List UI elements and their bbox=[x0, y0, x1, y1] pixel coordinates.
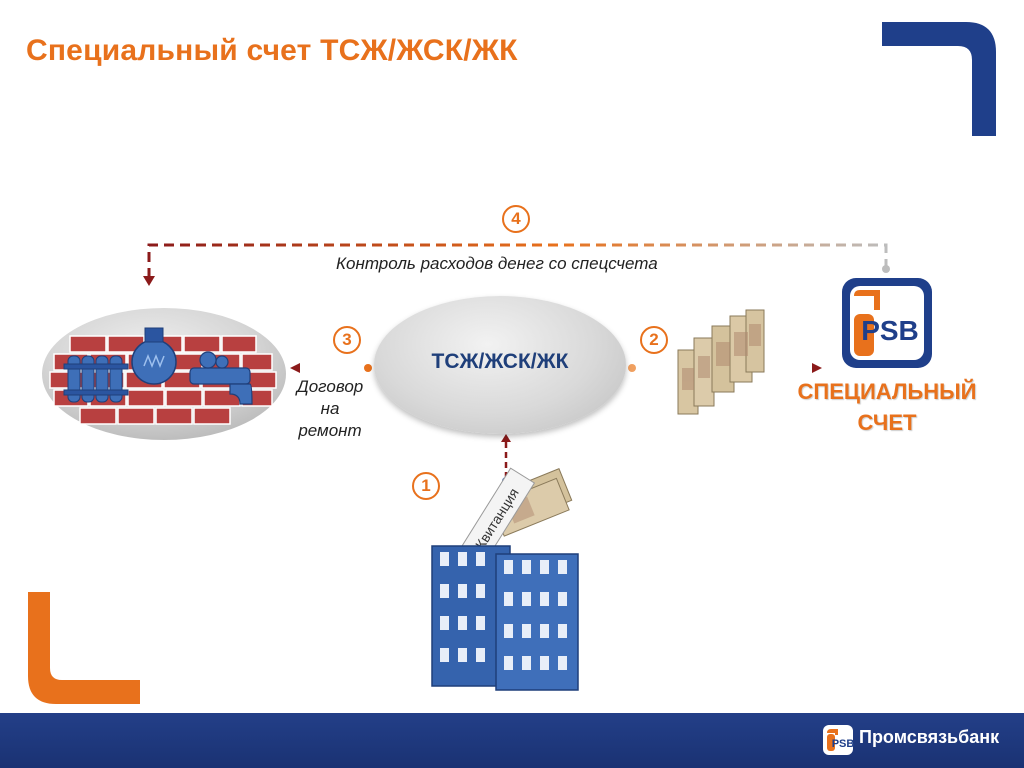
page-title: Специальный счет ТСЖ/ЖСК/ЖК bbox=[26, 34, 518, 67]
corner-bracket-bottom-left bbox=[28, 592, 140, 704]
psb-bank-logo: PSB bbox=[842, 278, 932, 368]
footer-psb-logo-icon: PSB bbox=[823, 725, 855, 755]
banknotes-icon bbox=[677, 309, 765, 415]
contract-label: Договор на ремонт bbox=[282, 376, 378, 442]
contract-label-line: ремонт bbox=[298, 421, 362, 440]
light-bulb-icon bbox=[131, 327, 177, 385]
hoa-node bbox=[374, 296, 626, 434]
repair-works-illustration bbox=[42, 308, 286, 440]
step-1-marker: 1 bbox=[412, 472, 440, 500]
special-account-label: СПЕЦИАЛЬНЫЙ СЧЕТ bbox=[784, 376, 990, 438]
footer-brand-name: Промсвязьбанк bbox=[859, 727, 1000, 747]
special-account-label-line: СЧЕТ bbox=[857, 410, 917, 435]
step-3-marker: 3 bbox=[333, 326, 361, 354]
step-4-marker: 4 bbox=[502, 205, 530, 233]
psb-logo-letters: PSB bbox=[861, 315, 919, 346]
corner-bracket-top-right bbox=[882, 22, 996, 136]
radiator-icon bbox=[63, 355, 129, 403]
contract-label-line: Договор bbox=[296, 377, 364, 396]
contract-label-line: на bbox=[320, 399, 340, 418]
footer-bar bbox=[0, 713, 1024, 768]
control-line bbox=[147, 243, 888, 278]
receipt-payment-illustration: Квитанция bbox=[456, 467, 573, 569]
water-tap-icon bbox=[189, 351, 253, 405]
svg-text:PSB: PSB bbox=[832, 738, 855, 750]
apartment-buildings-icon bbox=[431, 545, 579, 691]
special-account-label-line: СПЕЦИАЛЬНЫЙ bbox=[797, 379, 977, 404]
step-2-marker: 2 bbox=[640, 326, 668, 354]
control-label: Контроль расходов денег со спецсчета bbox=[336, 254, 658, 273]
hoa-label: ТСЖ/ЖСК/ЖК bbox=[431, 350, 569, 373]
